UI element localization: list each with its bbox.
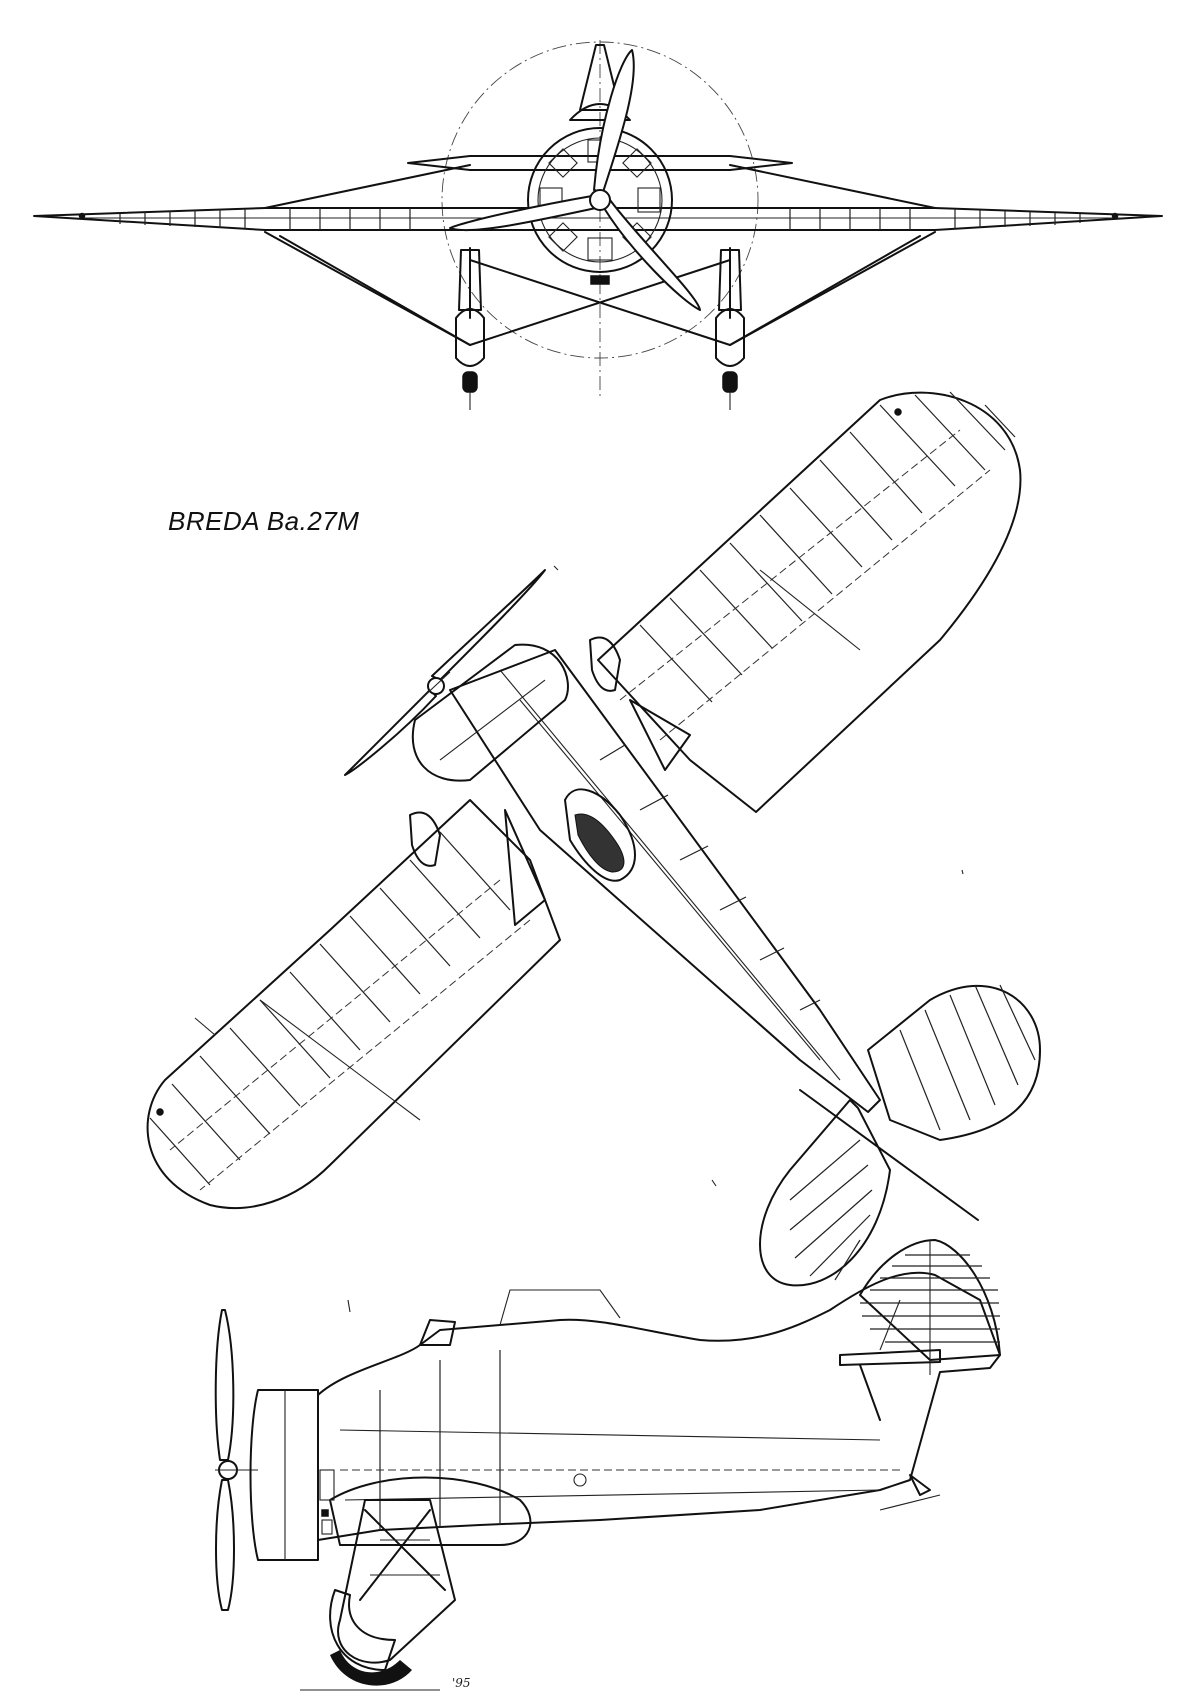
side-propeller-lower <box>215 1479 235 1611</box>
windshield <box>419 1319 456 1346</box>
left-wheel-fairing <box>455 308 485 367</box>
plan-engine-cowling <box>411 643 569 782</box>
propeller-hub <box>589 189 611 211</box>
side-landing-gear <box>300 1499 456 1691</box>
plan-wheel-fairing-left <box>409 811 441 867</box>
drawing-title: BREDA Ba.27M <box>168 506 360 536</box>
right-wheel-fairing <box>715 308 745 367</box>
side-propeller-upper <box>214 1309 235 1461</box>
engine-cowling <box>527 127 673 273</box>
cockpit <box>564 788 636 882</box>
plan-wing-left <box>146 799 561 1209</box>
plan-propeller <box>344 569 546 776</box>
plan-tailplane <box>759 984 1041 1287</box>
plan-wheel-fairing-right <box>589 636 621 692</box>
side-wing-root <box>329 1476 532 1546</box>
plan-fuselage <box>411 643 881 1113</box>
front-landing-gear <box>455 247 745 410</box>
front-wing-ribs <box>119 208 1081 230</box>
side-fin <box>859 1239 1001 1361</box>
front-tailplane <box>407 155 793 171</box>
side-fuselage <box>317 1271 1001 1541</box>
side-tailplane <box>839 1349 941 1366</box>
plan-view <box>146 391 1041 1287</box>
front-propeller-blade <box>593 49 635 193</box>
artist-signature: '95 <box>452 1676 471 1690</box>
plan-wing-right <box>597 391 1022 813</box>
side-view <box>214 1239 1001 1691</box>
front-wing <box>33 207 1163 231</box>
front-view <box>33 40 1163 410</box>
side-engine-cowling <box>249 1389 319 1561</box>
